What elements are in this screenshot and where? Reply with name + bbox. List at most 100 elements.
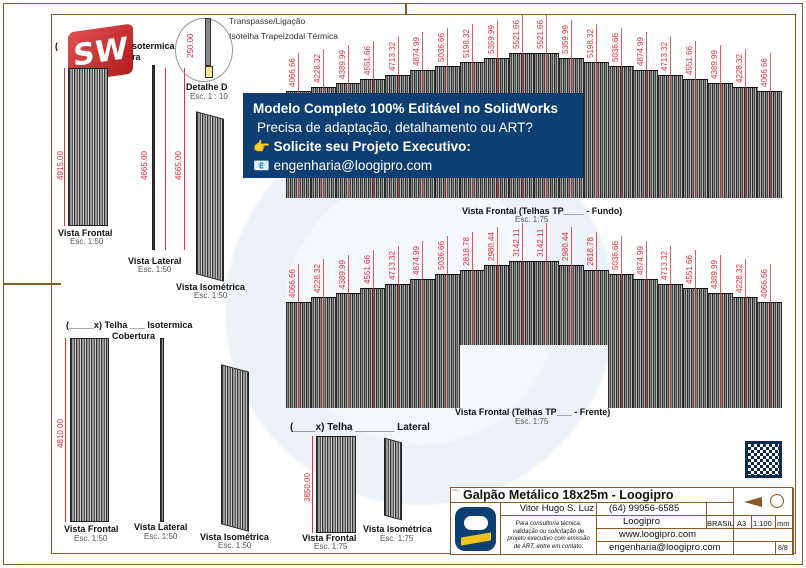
sheet-size: A3 [737, 519, 747, 528]
label-vista-isometrica: Vista Isométrica [363, 524, 432, 534]
dimension-label: 4389.99 [710, 259, 719, 289]
label-vista-isometrica: Vista Isométrica [176, 282, 245, 292]
dimension-label: 2980.44 [486, 232, 496, 262]
dimension-label: 3142.11 [536, 228, 546, 257]
detail-note: Isotelha Trapeizodal Térmica [229, 31, 338, 41]
dimension-line [769, 264, 771, 408]
promo-cta: Solicite seu Projeto Executivo: [273, 139, 471, 154]
dimension-label: 5521.66 [536, 20, 546, 50]
dimension-line [571, 227, 573, 345]
scale-label: Esc. 1:50 [218, 541, 252, 550]
label-vista-lateral: Vista Lateral [134, 522, 188, 532]
panel-lateral [152, 65, 155, 250]
dimension-line [695, 250, 697, 408]
scale-label: Esc. 1 : 10 [190, 92, 228, 101]
scale-label: Esc. 1:75 [380, 534, 414, 543]
dimension-label: 4228.32 [313, 264, 323, 294]
scale-label: Esc. 1:75 [515, 417, 549, 426]
scale-label: Esc. 1:75 [515, 215, 549, 224]
dimension-label: 5036.66 [437, 241, 447, 271]
dimension-line [447, 236, 449, 408]
sheet-number: 8/8 [778, 545, 788, 552]
dimension-label: 4713.32 [387, 250, 397, 280]
dimension-label: 5198.32 [586, 28, 595, 58]
dimension-label: 5036.66 [610, 33, 620, 63]
dimension-label: 4874.99 [635, 246, 645, 275]
dimension-label: 4665.00 [140, 151, 149, 180]
dimension-label: 4665.00 [174, 151, 183, 180]
dimension-line [695, 40, 697, 198]
email-icon: 📧 [253, 158, 270, 173]
label-detalhe-d: Detalhe D [186, 82, 228, 92]
dimension-line [620, 28, 622, 198]
dimension-label: 4389.99 [338, 50, 347, 79]
dimension-label: 4551.66 [362, 45, 372, 75]
dimension-line [670, 36, 672, 198]
scale-label: Esc. 1:75 [314, 542, 348, 551]
website-link[interactable]: www.loogipro.com [619, 529, 697, 540]
dimension-line [397, 245, 399, 408]
detail-note: Transpasse/Ligação [229, 16, 306, 26]
panel-frontal [70, 338, 109, 522]
label-vista-frontal: Vista Frontal [58, 228, 113, 238]
dimension-label: 4066.66 [288, 58, 298, 88]
dimension-label: 250.00 [186, 33, 195, 58]
panel-isometric [221, 364, 249, 532]
dimension-line [596, 23, 597, 198]
panel-frontal [68, 68, 108, 226]
dimension-line [720, 44, 721, 198]
scale-label: Esc. 1:50 [70, 237, 104, 246]
panel-isometric [384, 437, 402, 521]
scale-value: 1:100 [753, 519, 772, 528]
label-vista-lateral: Vista Lateral [128, 256, 182, 266]
pointing-hand-icon: 👉 [253, 139, 270, 154]
dimension-line [323, 259, 325, 408]
dimension-label: 3850.00 [303, 473, 312, 502]
qr-code[interactable] [745, 441, 782, 478]
dimension-line [422, 241, 424, 408]
dimension-label: 2980.44 [561, 232, 571, 262]
promo-banner[interactable]: Modelo Completo 100% Editável no SolidWo… [243, 93, 583, 178]
promo-email-link[interactable]: engenharia@loogipro.com [273, 158, 433, 173]
dimension-line [298, 264, 300, 408]
dimension-label: 4228.32 [313, 54, 323, 84]
scale-label: Esc. 1:50 [144, 532, 178, 541]
drawing-title: Galpão Metálico 18x25m - Loogipro [463, 488, 674, 502]
scale-label: Esc. 1:50 [138, 265, 172, 274]
dimension-line [348, 254, 349, 408]
dimension-line [744, 49, 746, 198]
dimension-label: 4915.00 [56, 151, 65, 180]
dimension-line [670, 245, 672, 408]
scale-label: Esc. 1:50 [194, 291, 228, 300]
dimension-label: 4066.66 [759, 269, 769, 298]
dimension-line [372, 250, 374, 408]
view-title: (_____x) Telha ___ Isotermica [66, 320, 193, 330]
dimension-label: 4874.99 [412, 246, 422, 275]
label-vista-isometrica: Vista Isométrica [200, 532, 269, 542]
dimension-label: 4713.32 [387, 41, 397, 71]
dimension-label: 5521.66 [511, 20, 521, 50]
dimension-line [496, 227, 498, 345]
dimension-label: 4551.66 [685, 255, 695, 285]
detail-circle [175, 18, 233, 82]
dimension-line [769, 53, 771, 198]
dimension-label: 2818.78 [462, 236, 471, 266]
dimension-line [546, 222, 548, 345]
dimension-line [521, 222, 523, 345]
dimension-label: 4874.99 [635, 37, 645, 67]
dimension-label: 4810.00 [56, 419, 65, 448]
dimension-label: 5036.66 [610, 241, 620, 271]
promo-question: Precisa de adaptação, detalhamento ou AR… [257, 120, 533, 135]
email-link[interactable]: engenharia@loogipro.com [609, 542, 721, 553]
dimension-line [744, 259, 746, 408]
company-logo [451, 503, 501, 555]
phone-number: (64) 99956-6585 [609, 503, 680, 514]
contact-note: Para consultoria técnica, validação ou s… [507, 521, 590, 550]
dimension-label: 4066.66 [288, 269, 298, 298]
view-title-paren: ( [55, 41, 58, 51]
dimension-label: 5198.32 [462, 28, 471, 58]
panel-frontal [316, 436, 356, 533]
dimension-label: 3142.11 [511, 228, 521, 257]
scale-label: Esc. 1:50 [74, 534, 108, 543]
